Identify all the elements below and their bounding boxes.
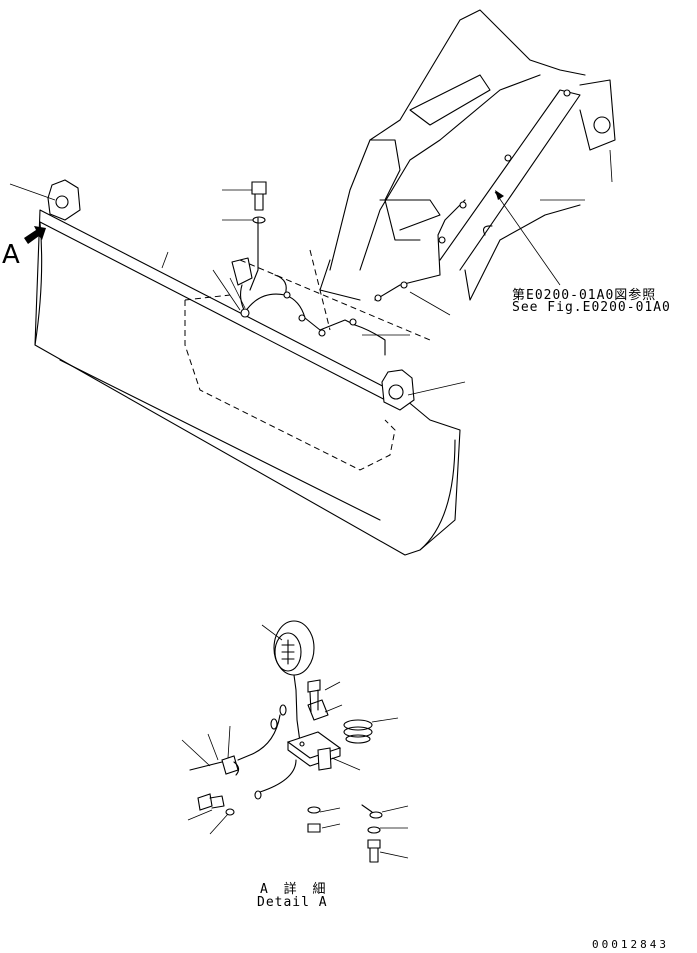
work-lamp [273, 620, 315, 691]
detail-bolt-icon [307, 679, 321, 713]
washers-nut [307, 804, 383, 863]
view-letter: A [2, 240, 20, 270]
detail-title-en: Detail A [257, 895, 328, 910]
view-arrow-icon [24, 226, 46, 244]
connector-icon [189, 755, 240, 776]
spring-icon [343, 719, 373, 744]
leader-lines-detail [181, 624, 409, 859]
detail-title-jp: A 詳 細 [260, 882, 330, 897]
leader-lines-upper [9, 149, 613, 396]
wiring-harness [231, 89, 571, 356]
bolt-icon [251, 181, 267, 224]
left-pivot-bracket [47, 179, 81, 221]
document-number: 00012843 [592, 938, 669, 951]
reference-en: See Fig.E0200-01A0 [512, 300, 671, 315]
right-pivot-bracket [381, 369, 415, 411]
reference-jp: 第E0200-01A0図参照 [512, 288, 657, 303]
lamp-wire [237, 689, 301, 800]
screw-icon [197, 793, 235, 816]
lamp-bracket [286, 699, 342, 771]
lift-frame [319, 9, 616, 301]
